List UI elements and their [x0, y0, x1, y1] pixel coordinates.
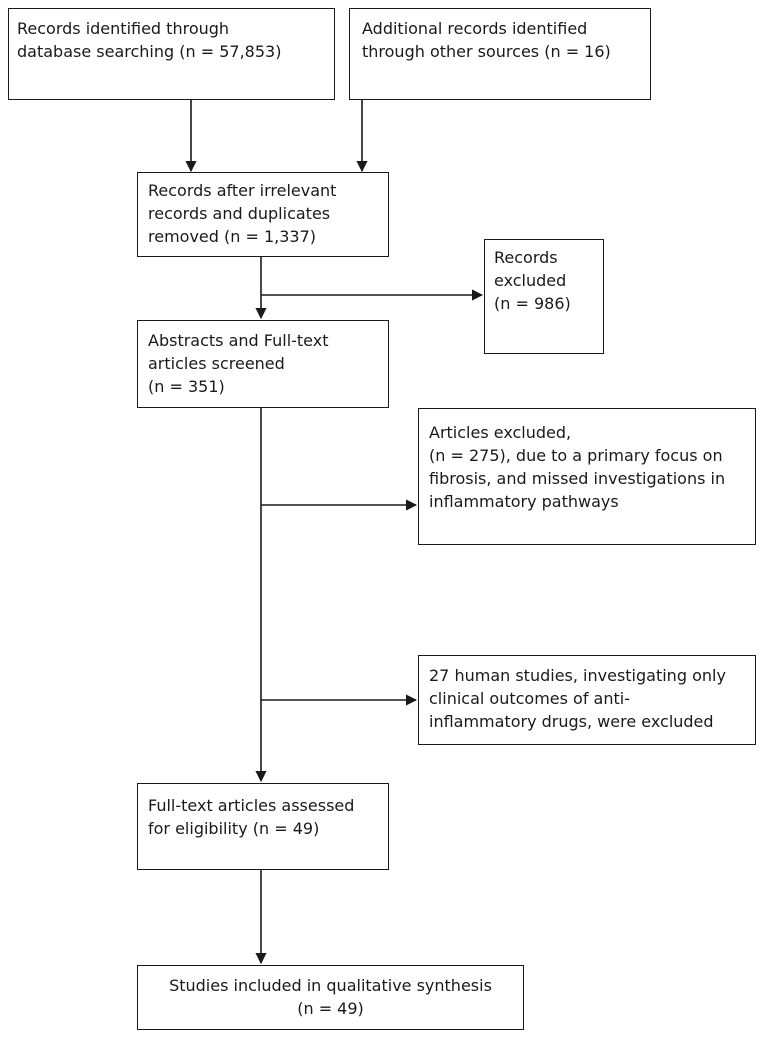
box-line: (n = 351) — [148, 377, 225, 396]
box-line: clinical outcomes of anti- — [429, 689, 630, 708]
box-line: through other sources (n = 16) — [362, 42, 611, 61]
box-line: (n = 986) — [494, 294, 571, 313]
box-abstracts-screened: Abstracts and Full-text articles screene… — [137, 320, 389, 408]
box-line: database searching (n = 57,853) — [17, 42, 282, 61]
box-line: excluded — [494, 271, 567, 290]
box-records-identified-database: Records identified through database sear… — [8, 8, 335, 100]
box-line: Records — [494, 248, 558, 267]
box-line: fibrosis, and missed investigations in — [429, 469, 726, 488]
box-line: for eligibility (n = 49) — [148, 819, 320, 838]
box-line: Full-text articles assessed — [148, 796, 355, 815]
box-additional-records: Additional records identified through ot… — [349, 8, 651, 100]
box-line: (n = 49) — [297, 999, 364, 1018]
box-line: removed (n = 1,337) — [148, 227, 317, 246]
box-line: Records identified through — [17, 19, 230, 38]
box-line: Records after irrelevant — [148, 181, 337, 200]
box-articles-excluded: Articles excluded, (n = 275), due to a p… — [418, 408, 756, 545]
box-full-text-eligibility: Full-text articles assessed for eligibil… — [137, 783, 389, 870]
box-line: Abstracts and Full-text — [148, 331, 329, 350]
box-line: inflammatory pathways — [429, 492, 619, 511]
box-line: 27 human studies, investigating only — [429, 666, 726, 685]
box-line: Additional records identified — [362, 19, 588, 38]
box-line: Articles excluded, — [429, 423, 572, 442]
box-line: Studies included in qualitative synthesi… — [169, 976, 492, 995]
box-human-studies-excluded: 27 human studies, investigating only cli… — [418, 655, 756, 745]
box-line: inflammatory drugs, were excluded — [429, 712, 714, 731]
box-line: articles screened — [148, 354, 285, 373]
box-studies-included: Studies included in qualitative synthesi… — [137, 965, 524, 1030]
box-line: (n = 275), due to a primary focus on — [429, 446, 723, 465]
box-records-excluded: Records excluded (n = 986) — [484, 239, 604, 354]
box-line: records and duplicates — [148, 204, 331, 223]
box-records-after-duplicates: Records after irrelevant records and dup… — [137, 172, 389, 257]
